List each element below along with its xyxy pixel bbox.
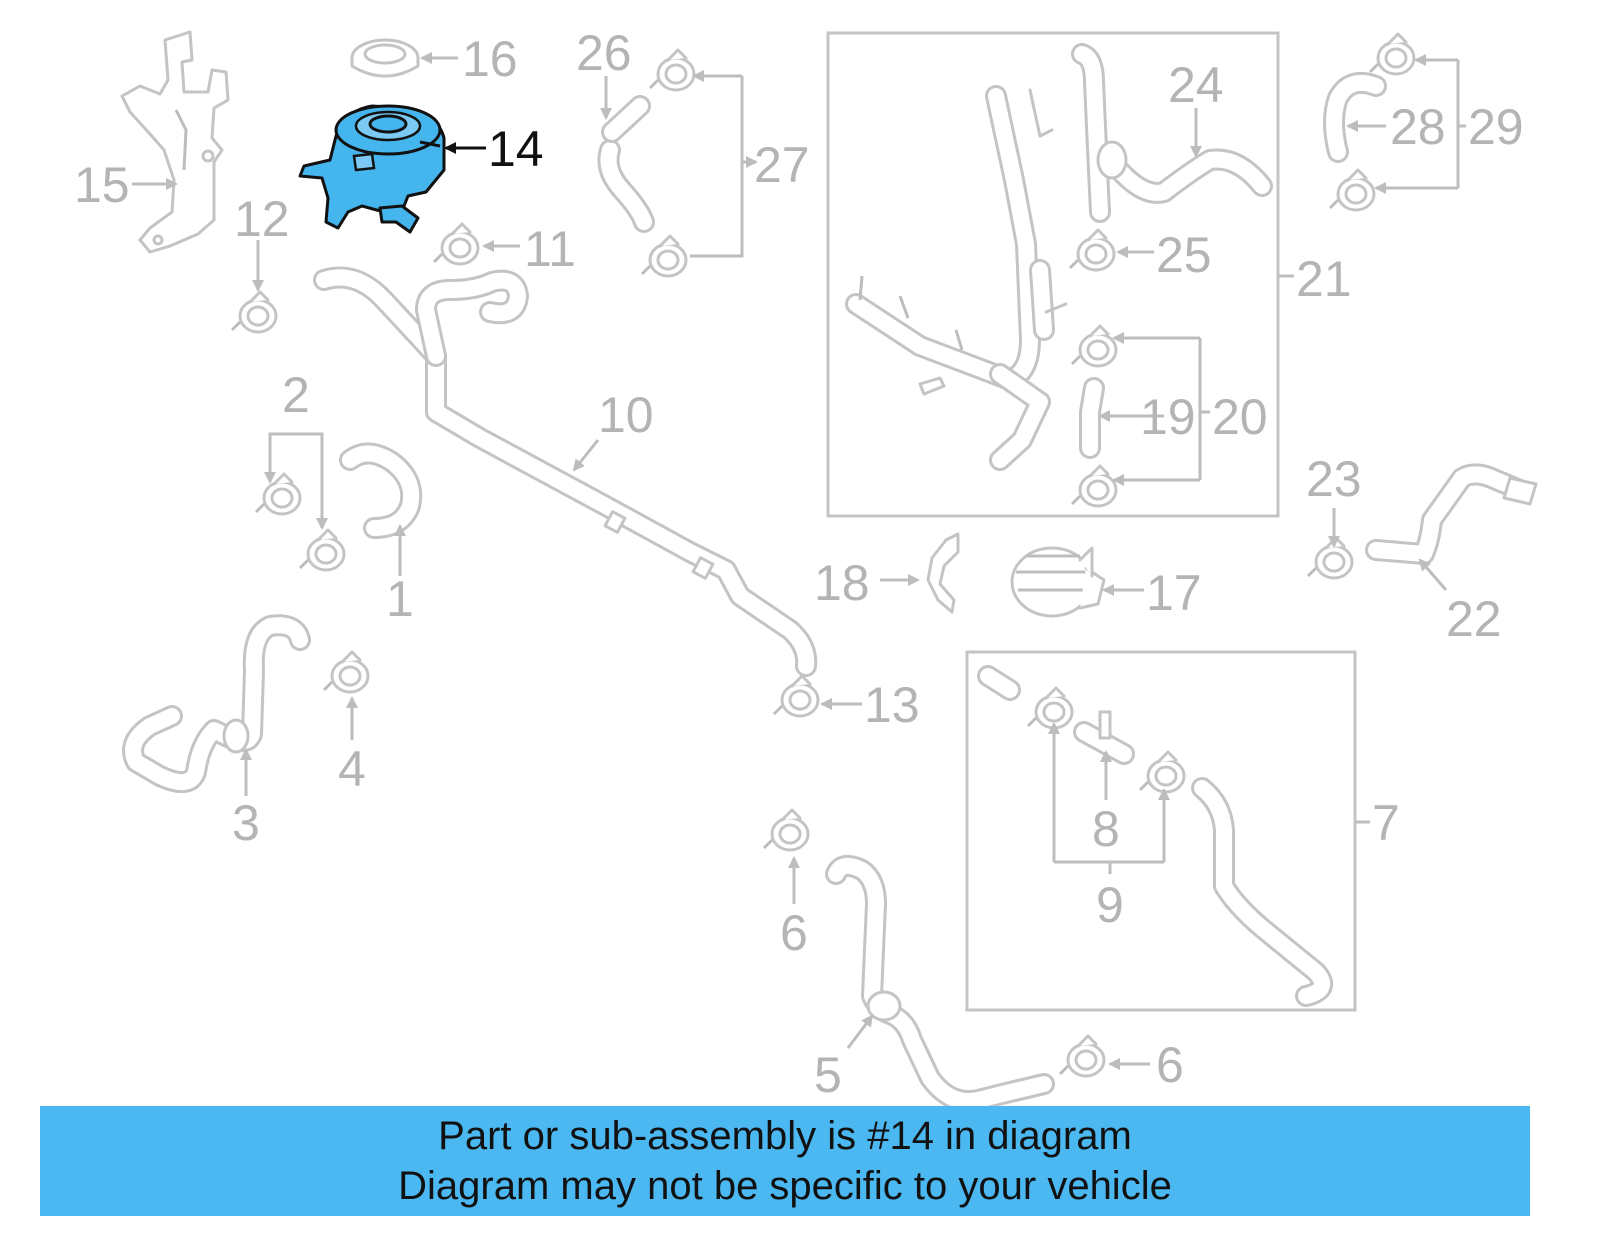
callout-11: 11 [524, 221, 576, 277]
callout-22: 22 [1446, 591, 1502, 647]
part-25-clamp [1068, 228, 1116, 272]
leader-9 [1054, 860, 1164, 874]
part-3-hose [122, 614, 311, 793]
part-14-reservoir [298, 104, 446, 234]
callout-17: 17 [1146, 565, 1202, 621]
part-8-connector [1073, 710, 1135, 765]
callout-3: 3 [232, 795, 260, 851]
part-28-hose [1323, 72, 1387, 163]
banner-line-1: Part or sub-assembly is #14 in diagram [438, 1114, 1132, 1158]
callout-21: 21 [1296, 251, 1352, 307]
part-19-hose [1079, 377, 1105, 459]
box-part-7 [965, 650, 1357, 1012]
callout-8: 8 [1092, 801, 1120, 857]
part-12-clamp [230, 290, 278, 334]
part-24-hose [1071, 43, 1273, 223]
part-10-hose [313, 266, 818, 677]
callout-27: 27 [754, 137, 810, 193]
part-29-clamp-top [1368, 32, 1416, 76]
leader-10 [572, 439, 600, 472]
part-15-bracket [120, 30, 230, 254]
leader-27 [690, 74, 756, 258]
banner-line-2: Diagram may not be specific to your vehi… [398, 1164, 1172, 1208]
callout-20: 20 [1212, 389, 1268, 445]
callout-1: 1 [386, 571, 414, 627]
part-29-clamp-bottom [1328, 168, 1376, 212]
part-6-clamp-b [1058, 1034, 1106, 1078]
part-5-hose [825, 854, 1055, 1112]
callout-29: 29 [1468, 99, 1524, 155]
leader-22 [1418, 558, 1448, 591]
part-21-pipe-assembly [845, 85, 1068, 471]
callout-19: 19 [1140, 389, 1196, 445]
callout-25: 25 [1156, 227, 1212, 283]
part-22-hose [1365, 463, 1538, 565]
callout-12: 12 [234, 191, 290, 247]
callout-16: 16 [462, 31, 518, 87]
part-20-clamp-top [1070, 324, 1118, 368]
callout-9: 9 [1096, 877, 1124, 933]
part-26-hose [597, 95, 655, 233]
leader-20 [1198, 338, 1210, 480]
callout-5: 5 [814, 1047, 842, 1103]
part-6-clamp-a [762, 808, 810, 852]
part-4-clamp [322, 650, 370, 694]
callout-7: 7 [1372, 795, 1400, 851]
part-27-clamp-top [648, 48, 696, 92]
part-9-clamp-b [1138, 750, 1186, 794]
callout-4: 4 [338, 741, 366, 797]
leader-5 [846, 1014, 874, 1049]
callout-2: 2 [282, 367, 310, 423]
part-18-bracket [926, 532, 960, 614]
part-27-clamp-bottom [640, 234, 688, 278]
part-16-cap [350, 38, 420, 78]
callout-15: 15 [74, 157, 130, 213]
callout-23: 23 [1306, 451, 1362, 507]
part-11-clamp [432, 222, 480, 266]
callout-28: 28 [1390, 99, 1446, 155]
part-2-clamp-b [298, 528, 346, 572]
part-7-hose [977, 665, 1333, 1007]
callout-6a: 6 [780, 905, 808, 961]
part-20-clamp-bottom [1070, 464, 1118, 508]
info-banner: Part or sub-assembly is #14 in diagram D… [40, 1106, 1530, 1216]
part-13-clamp [772, 674, 820, 718]
part-23-clamp [1306, 536, 1354, 580]
leader-29 [1456, 60, 1466, 188]
callout-26: 26 [576, 25, 632, 81]
callout-10: 10 [598, 387, 654, 443]
callout-18: 18 [814, 555, 870, 611]
callout-6b: 6 [1156, 1037, 1184, 1093]
part-2-clamp-a [254, 472, 302, 516]
callout-13: 13 [864, 677, 920, 733]
part-1-hose [339, 442, 423, 539]
part-9-clamp-a [1026, 686, 1074, 730]
callout-24: 24 [1168, 57, 1224, 113]
callout-14: 14 [488, 121, 544, 177]
part-17-pump [1010, 546, 1106, 618]
